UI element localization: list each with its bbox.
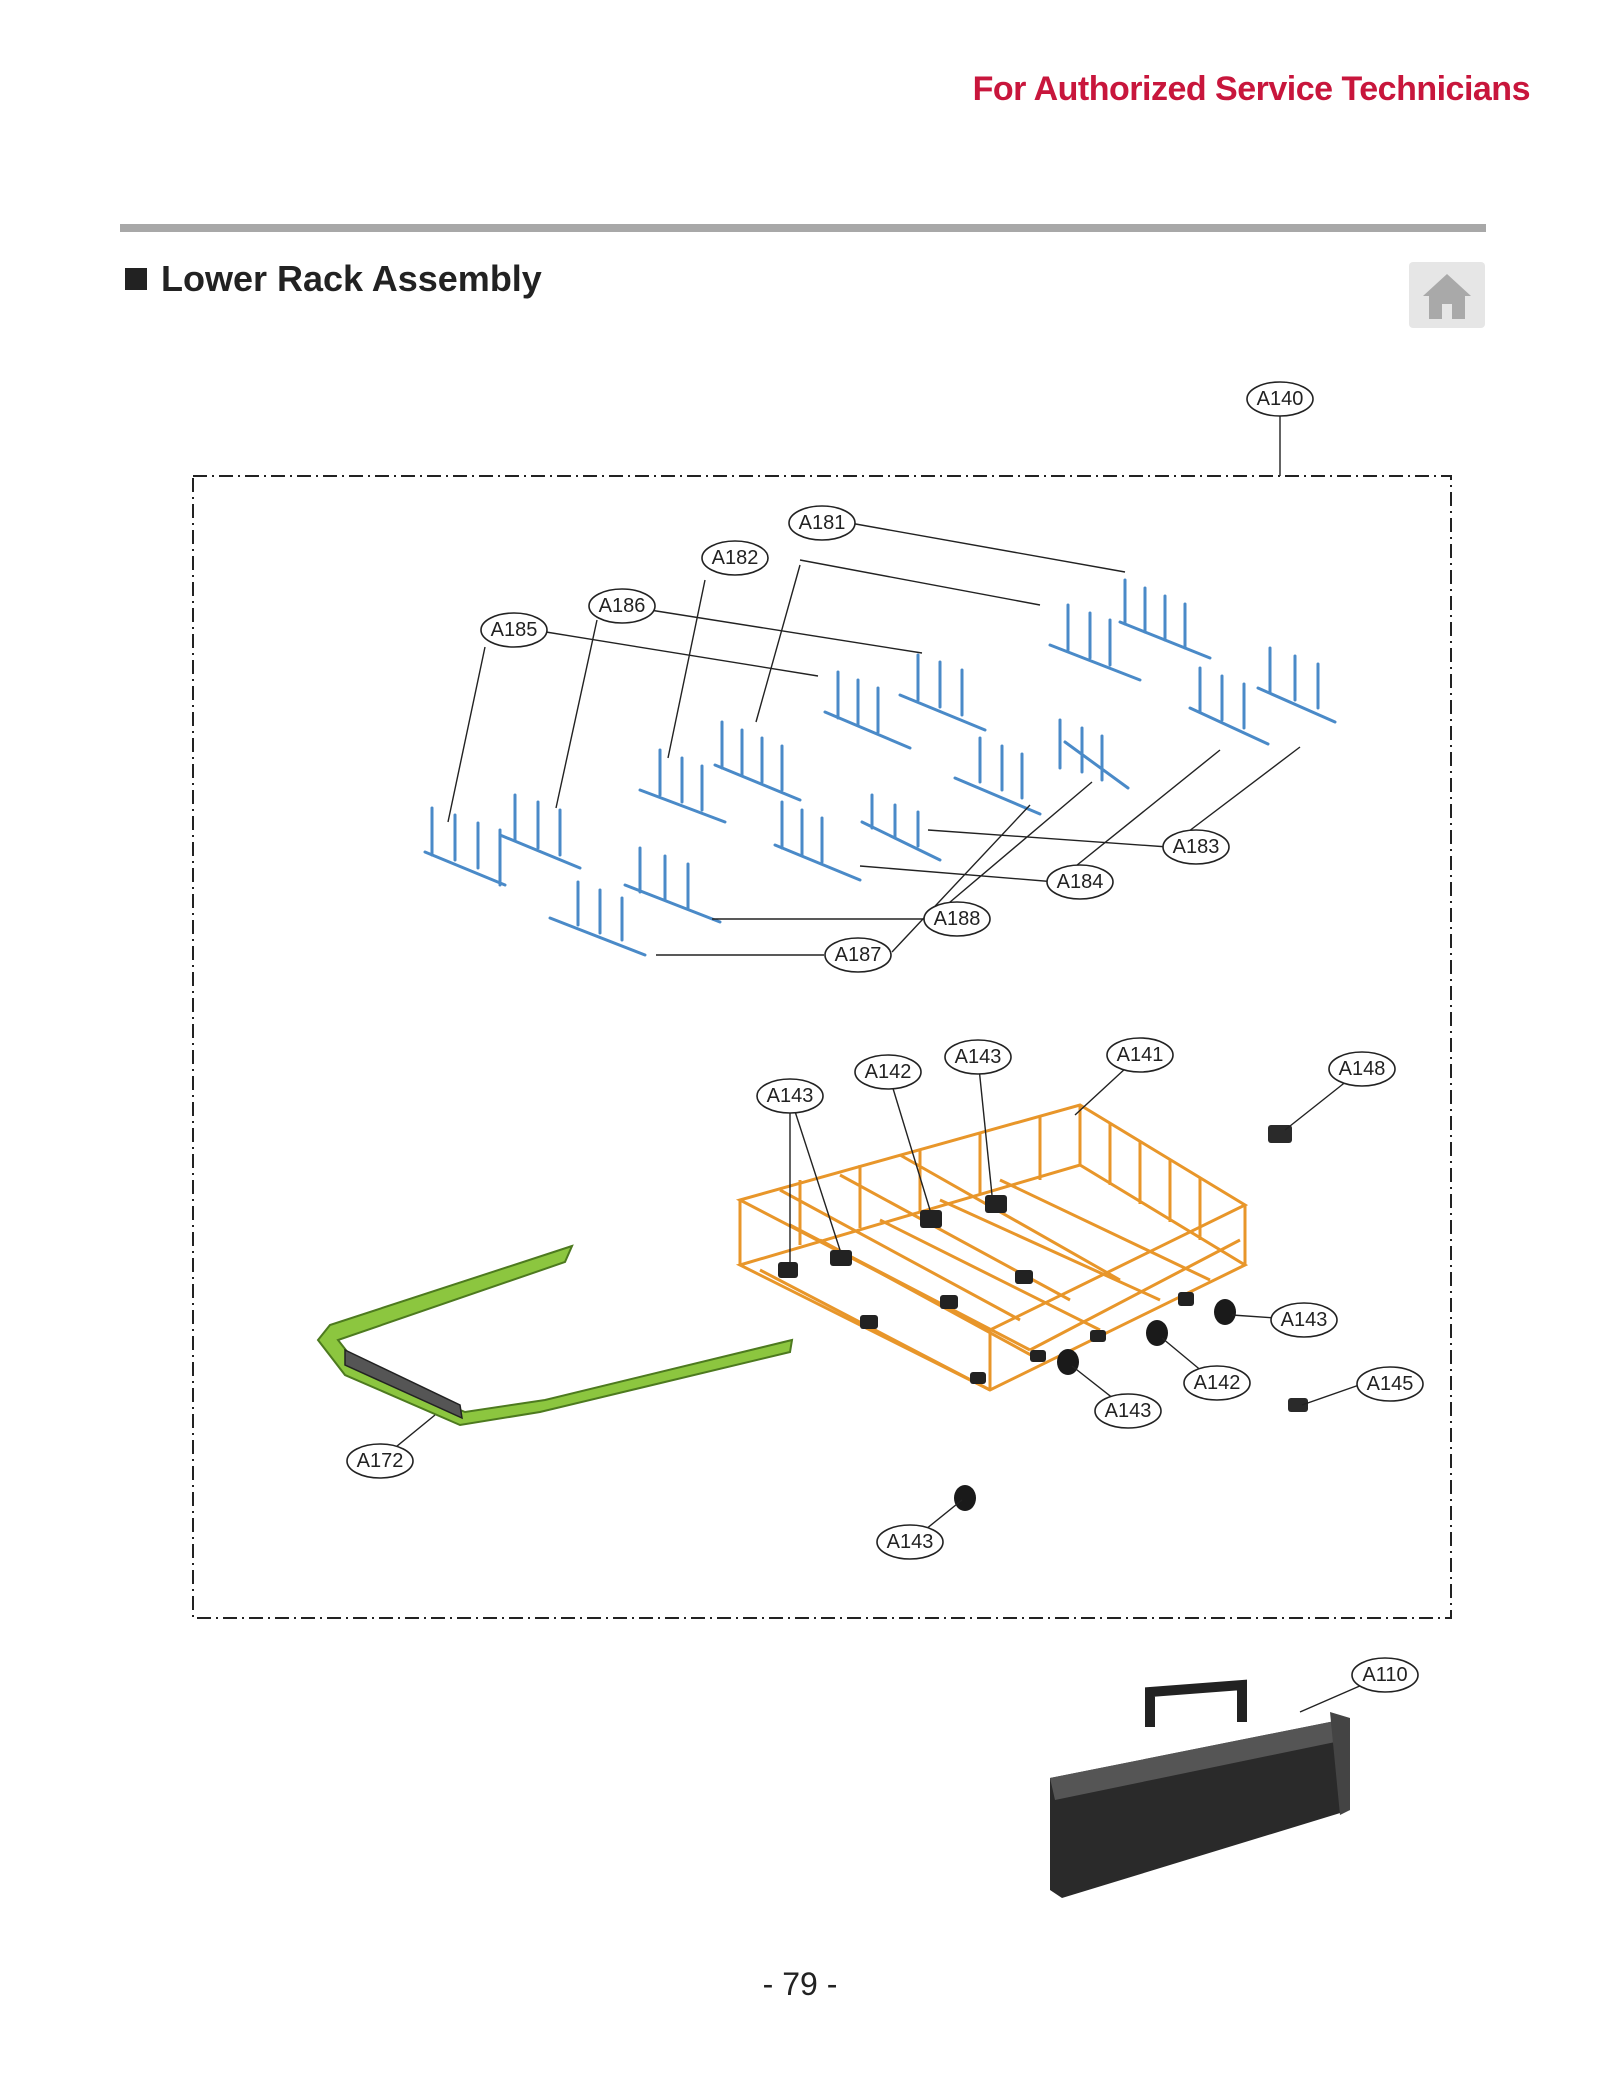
callout-a183: A183 <box>1162 829 1230 865</box>
rail-assembly <box>316 1244 794 1427</box>
svg-text:A148: A148 <box>1339 1058 1386 1080</box>
tine-row-a183 <box>1256 646 1337 724</box>
callout-a143-5: A143 <box>876 1524 944 1560</box>
tine-row-a181 <box>1118 578 1212 660</box>
callout-a184: A184 <box>1046 864 1114 900</box>
callout-a140: A140 <box>1246 381 1314 417</box>
stopper-parts <box>1268 1125 1308 1412</box>
svg-text:A188: A188 <box>934 908 981 930</box>
callout-a188: A188 <box>923 901 991 937</box>
callout-a142-1: A142 <box>854 1054 922 1090</box>
tine-row-left-4 <box>623 846 722 924</box>
lower-rack <box>735 1103 1249 1392</box>
svg-text:A141: A141 <box>1117 1044 1164 1066</box>
svg-text:A143: A143 <box>1105 1400 1152 1422</box>
tine-row-mid-2 <box>638 748 727 824</box>
tine-row-mid-5 <box>860 793 942 862</box>
tine-row-mid-1 <box>713 720 802 802</box>
callout-a181: A181 <box>788 505 856 541</box>
tine-row-mid-4 <box>773 800 862 882</box>
tine-row-a184 <box>1188 666 1270 746</box>
callout-a182: A182 <box>701 540 769 576</box>
tine-row-mid-3 <box>953 718 1130 816</box>
callout-a145: A145 <box>1356 1366 1424 1402</box>
tine-row-a186 <box>898 653 987 732</box>
svg-text:A172: A172 <box>357 1450 404 1472</box>
page-number: - 79 - <box>762 1966 838 2002</box>
leader-lines <box>379 416 1386 1713</box>
callout-a142-2: A142 <box>1183 1365 1251 1401</box>
callout-a143-2: A143 <box>944 1039 1012 1075</box>
callout-a186: A186 <box>588 588 656 624</box>
svg-text:A143: A143 <box>955 1046 1002 1068</box>
callout-a110: A110 <box>1351 1657 1419 1693</box>
header-title: For Authorized Service Technicians <box>972 70 1531 108</box>
svg-text:A142: A142 <box>1194 1372 1241 1394</box>
svg-text:A145: A145 <box>1367 1373 1414 1395</box>
svg-text:A183: A183 <box>1173 836 1220 858</box>
silverware-basket <box>1050 1679 1350 1898</box>
callout-a185: A185 <box>480 612 548 648</box>
header-divider <box>120 224 1486 232</box>
heading-bullet-icon <box>125 268 147 290</box>
callout-a187: A187 <box>824 937 892 973</box>
wheels <box>954 1299 1236 1511</box>
tine-row-left-3 <box>548 880 647 957</box>
tine-assemblies <box>423 578 1337 957</box>
svg-text:A140: A140 <box>1257 388 1304 410</box>
callout-a143-1: A143 <box>756 1078 824 1114</box>
section-title: Lower Rack Assembly <box>161 258 542 299</box>
svg-text:A182: A182 <box>712 547 759 569</box>
svg-text:A143: A143 <box>887 1531 934 1553</box>
svg-text:A187: A187 <box>835 944 882 966</box>
tine-row-a182 <box>1048 603 1142 682</box>
home-button[interactable] <box>1409 262 1485 328</box>
svg-text:A181: A181 <box>799 512 846 534</box>
svg-text:A142: A142 <box>865 1061 912 1083</box>
callout-a148: A148 <box>1328 1051 1396 1087</box>
svg-text:A184: A184 <box>1057 871 1104 893</box>
callout-a141: A141 <box>1106 1037 1174 1073</box>
callout-a172: A172 <box>346 1443 414 1479</box>
tine-row-left-2 <box>498 793 582 870</box>
tine-row-a185 <box>823 670 912 750</box>
rack-clips <box>778 1195 1194 1384</box>
tine-row-left-1 <box>423 806 507 887</box>
callout-a143-4: A143 <box>1094 1393 1162 1429</box>
home-icon <box>1423 274 1471 319</box>
svg-text:A186: A186 <box>599 595 646 617</box>
callout-a143-3: A143 <box>1270 1302 1338 1338</box>
assembly-boundary <box>192 475 1452 1619</box>
svg-text:A143: A143 <box>767 1085 814 1107</box>
svg-text:A110: A110 <box>1362 1664 1407 1686</box>
svg-text:A143: A143 <box>1281 1309 1328 1331</box>
svg-text:A185: A185 <box>491 619 538 641</box>
section-heading: Lower Rack Assembly <box>125 258 542 300</box>
